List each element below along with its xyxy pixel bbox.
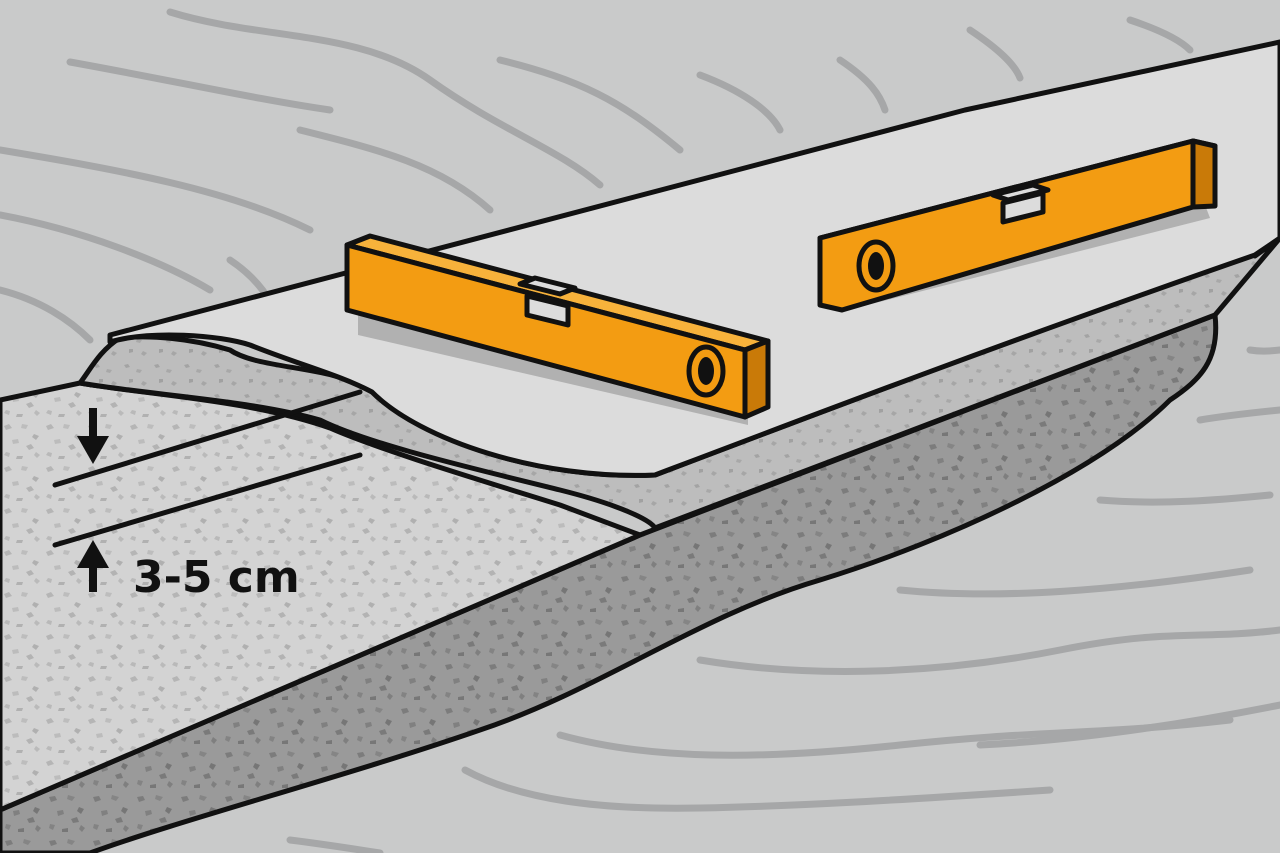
arrow-up-icon bbox=[77, 540, 109, 592]
soil-grain-lines bbox=[0, 8, 1280, 853]
guide-rails bbox=[52, 389, 363, 548]
spirit-level-icon bbox=[817, 138, 1218, 313]
screed-top-surface bbox=[107, 39, 1280, 478]
measurement-label: 3-5 cm bbox=[133, 552, 300, 603]
spirit-level-icon bbox=[344, 233, 771, 425]
arrow-down-icon bbox=[77, 408, 109, 464]
gravel-base-layer bbox=[0, 312, 1219, 853]
